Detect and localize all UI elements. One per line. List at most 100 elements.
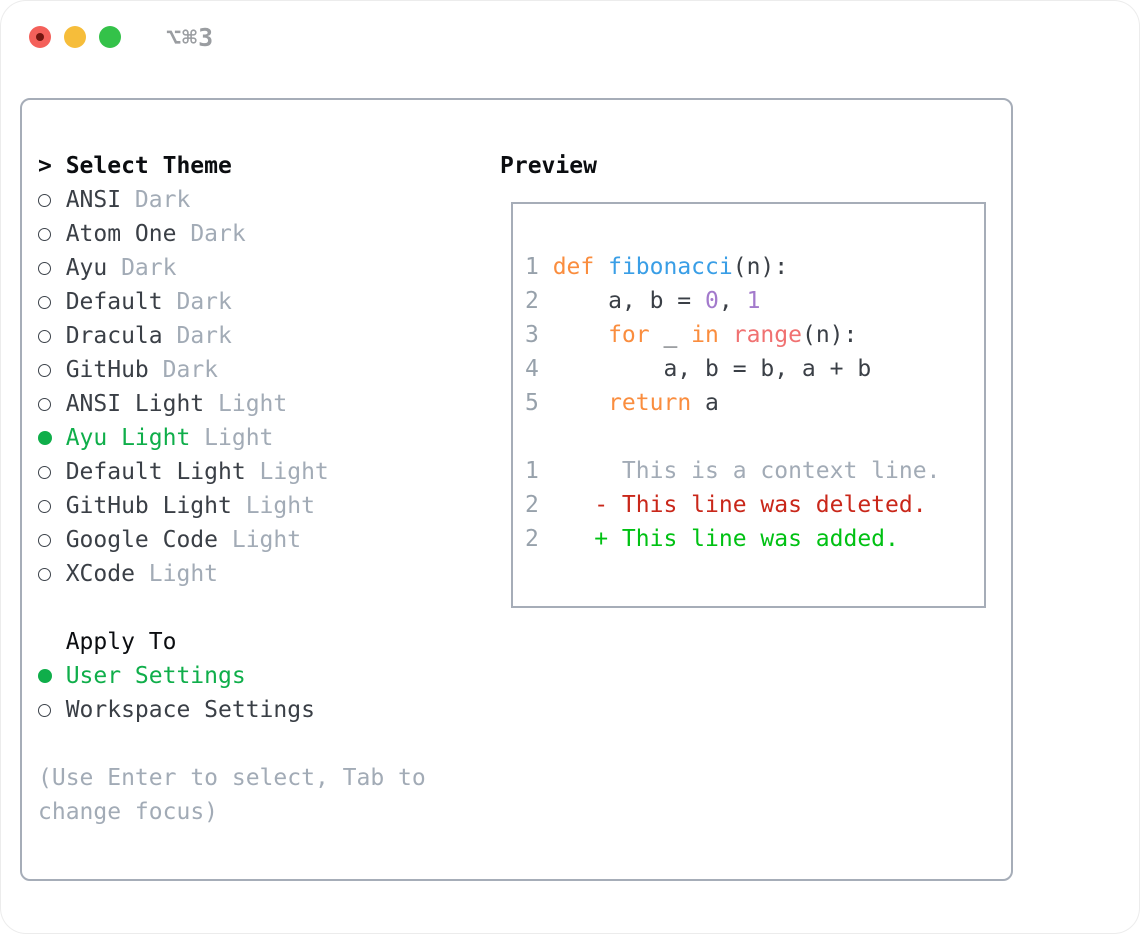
- radio-selected-icon: [38, 669, 66, 683]
- apply-option-label: User Settings: [65, 663, 246, 689]
- theme-variant-label: Dark: [190, 221, 246, 247]
- theme-variant-label: Light: [218, 391, 288, 417]
- token-default: a: [691, 390, 719, 416]
- window-title: ⌥⌘3: [166, 23, 215, 52]
- theme-variant-label: Dark: [134, 187, 191, 213]
- theme-option-label: XCode: [65, 561, 135, 587]
- token-default: a, b =: [552, 288, 706, 314]
- theme-option-label: Ayu: [65, 255, 108, 281]
- token-number: 1: [746, 288, 761, 314]
- theme-option-default[interactable]: Default Dark: [38, 285, 440, 319]
- theme-option-label: GitHub Light: [65, 493, 232, 519]
- theme-option-github-light[interactable]: GitHub Light Light: [38, 489, 440, 523]
- code-line: 2 a, b = 0, 1: [525, 284, 984, 318]
- radio-icon: [38, 295, 66, 309]
- radio-icon: [38, 397, 66, 411]
- token-keyword: for: [608, 322, 650, 348]
- token-number: 0: [705, 288, 719, 314]
- radio-icon: [38, 465, 66, 479]
- close-button[interactable]: [29, 26, 51, 48]
- apply-option-user-settings[interactable]: User Settings: [38, 659, 440, 693]
- theme-option-label: ANSI: [65, 187, 122, 213]
- theme-variant-label: Dark: [121, 255, 177, 281]
- apply-option-label: Workspace Settings: [65, 697, 315, 723]
- token-context: This is a context line.: [552, 458, 941, 484]
- line-number: 1: [525, 458, 539, 484]
- radio-icon: [38, 533, 66, 547]
- theme-option-ansi[interactable]: ANSI Dark: [38, 183, 440, 217]
- code-line: 5 return a: [525, 386, 984, 420]
- hint-text: (Use Enter to select, Tab to change focu…: [38, 765, 426, 825]
- theme-variant-label: Dark: [176, 323, 232, 349]
- theme-option-label: GitHub: [65, 357, 149, 383]
- theme-option-google-code[interactable]: Google Code Light: [38, 523, 440, 557]
- line-number: 2: [525, 492, 539, 518]
- blank-line: [525, 420, 984, 454]
- line-number: 2: [525, 526, 539, 552]
- token-default: [553, 390, 608, 416]
- radio-icon: [38, 363, 66, 377]
- diff-preview: 1 This is a context line. 2 - This line w…: [525, 454, 984, 556]
- spacer: [38, 727, 440, 761]
- theme-option-label: Dracula: [65, 323, 163, 349]
- theme-option-dracula[interactable]: Dracula Dark: [38, 319, 440, 353]
- theme-option-github[interactable]: GitHub Dark: [38, 353, 440, 387]
- theme-variant-label: Light: [259, 459, 329, 485]
- line-number: 1: [525, 254, 539, 280]
- radio-icon: [38, 261, 66, 275]
- theme-option-xcode[interactable]: XCode Light: [38, 557, 440, 591]
- theme-variant-label: Light: [148, 561, 219, 587]
- token-default: (n):: [801, 322, 858, 348]
- select-theme-header-row: > Select Theme: [38, 149, 440, 183]
- radio-icon: [38, 703, 66, 717]
- close-dot-icon: [36, 33, 44, 41]
- code-line: 3 for _ in range(n):: [525, 318, 984, 352]
- titlebar: ⌥⌘3: [0, 0, 1140, 75]
- select-theme-title: Select Theme: [65, 153, 232, 179]
- theme-option-ayu[interactable]: Ayu Dark: [38, 251, 440, 285]
- apply-option-workspace-settings[interactable]: Workspace Settings: [38, 693, 440, 727]
- theme-variant-label: Light: [204, 425, 274, 451]
- preview-title: Preview: [500, 153, 597, 179]
- diff-line: 2 - This line was deleted.: [525, 488, 984, 522]
- spacer: [38, 591, 440, 625]
- line-number: 3: [525, 322, 539, 348]
- radio-icon: [38, 329, 66, 343]
- token-default: [719, 322, 733, 348]
- radio-icon: [38, 499, 66, 513]
- theme-option-label: Ayu Light: [65, 425, 191, 451]
- theme-variant-label: Light: [245, 493, 315, 519]
- minimize-button[interactable]: [64, 26, 86, 48]
- radio-icon: [38, 567, 66, 581]
- theme-variant-label: Light: [231, 527, 302, 553]
- line-number: 2: [525, 288, 539, 314]
- theme-variant-label: Dark: [162, 357, 219, 383]
- theme-option-ayu-light[interactable]: Ayu Light Light: [38, 421, 440, 455]
- diff-line: 2 + This line was added.: [525, 522, 984, 556]
- token-default: ,: [718, 288, 747, 314]
- token-keyword: in: [691, 322, 719, 348]
- token-call: range: [732, 322, 802, 348]
- theme-variant-label: Dark: [176, 289, 232, 315]
- maximize-button[interactable]: [99, 26, 121, 48]
- token-default: [553, 322, 608, 348]
- radio-selected-icon: [38, 431, 66, 445]
- theme-option-label: ANSI Light: [65, 391, 205, 417]
- token-added: + This line was added.: [552, 526, 899, 552]
- apply-to-header-row: Apply To: [38, 625, 440, 659]
- radio-icon: [38, 227, 66, 241]
- token-function: fibonacci: [608, 254, 733, 280]
- theme-option-ansi-light[interactable]: ANSI Light Light: [38, 387, 440, 421]
- code-line: 4 a, b = b, a + b: [525, 352, 984, 386]
- token-default: _: [649, 322, 692, 348]
- theme-option-label: Default: [65, 289, 163, 315]
- theme-option-label: Google Code: [65, 527, 219, 553]
